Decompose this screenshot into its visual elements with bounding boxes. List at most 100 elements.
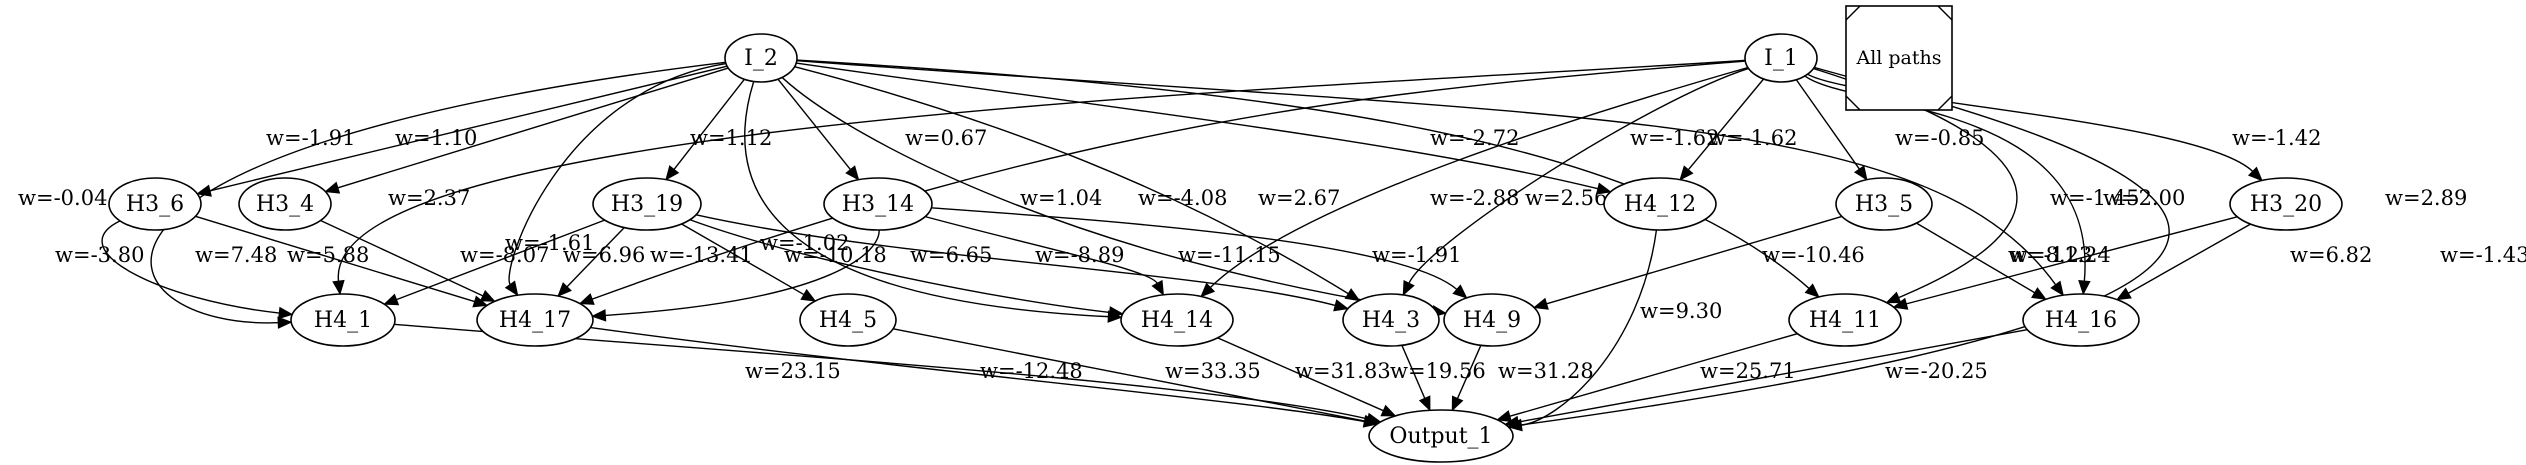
edge-weight-label: w=-1.61 <box>505 231 594 255</box>
edge-H3_14-to-H4_14: w=-11.15 <box>925 215 1281 296</box>
node-label: H3_20 <box>2250 192 2322 217</box>
edge-arrowhead <box>277 316 293 329</box>
edge-line <box>1509 333 1798 417</box>
legend-box-label: All paths <box>1855 47 1941 69</box>
edge-H3_5-to-H4_9: w=-10.46 <box>1532 215 1865 310</box>
legend-box: All paths <box>1845 5 1953 111</box>
edge-weight-label: w=1.10 <box>395 126 477 150</box>
edge-line <box>689 219 1110 314</box>
edge-arrowhead <box>332 279 345 296</box>
node-H4_16: H4_16 <box>2022 293 2140 347</box>
legend-box-corner <box>1937 95 1953 111</box>
edge-arrowhead <box>1892 297 1909 310</box>
edge-arrowhead <box>2050 280 2064 297</box>
edge-H3_6-to-H4_1: w=-3.80 <box>55 220 294 320</box>
edge-arrowhead <box>1532 297 1549 310</box>
edge-arrowhead <box>383 293 400 306</box>
node-H4_5: H4_5 <box>799 293 897 347</box>
node-ellipse <box>290 293 396 347</box>
node-H4_11: H4_11 <box>1788 293 1902 347</box>
edge-H3_19-to-H4_1: w=-8.07 <box>383 219 605 306</box>
edge-arrowhead <box>591 309 607 322</box>
edge-arrowhead <box>479 289 496 302</box>
edge-I_2-to-H3_19: w=1.12 <box>665 78 772 181</box>
edge-line <box>673 78 745 170</box>
node-ellipse <box>2022 293 2140 347</box>
edge-weight-label: w=9.30 <box>1640 299 1722 323</box>
edge-H3_14-to-H4_17: w=-8.89 <box>591 229 1124 322</box>
edge-weight-label: w=-1.43 <box>2440 243 2526 267</box>
edge-line <box>1209 66 1749 288</box>
node-H4_14: H4_14 <box>1120 293 1234 347</box>
edge-weight-label: w=-1.45 <box>2050 186 2139 210</box>
edge-line <box>337 59 1746 282</box>
edge-arrowhead <box>1380 404 1397 417</box>
edge-I_2-to-H4_9: w=1.04 <box>781 76 1447 318</box>
edge-weight-label: w=2.56 <box>1525 186 1607 210</box>
node-ellipse <box>1443 293 1541 347</box>
edge-I_1-to-H4_1: w=2.37 <box>332 59 1746 296</box>
node-ellipse <box>799 293 897 347</box>
node-ellipse <box>1368 409 1514 463</box>
edge-arrowhead <box>1344 288 1361 302</box>
edge-line <box>566 227 625 288</box>
edge-weight-label: w=7.48 <box>195 243 277 267</box>
node-ellipse <box>823 177 933 231</box>
edge-arrowhead <box>1333 299 1350 312</box>
node-label: H4_5 <box>819 308 877 333</box>
edge-I_2-to-H3_4: w=1.10 <box>324 67 729 194</box>
node-ellipse <box>1788 293 1902 347</box>
edge-line <box>1916 222 2036 294</box>
edge-weight-label: w=-2.72 <box>1430 126 1519 150</box>
edge-line <box>396 219 605 301</box>
node-label: H4_9 <box>1463 308 1521 333</box>
edge-weight-label: w=-1.62 <box>1630 126 1719 150</box>
edge-I_1-to-H3_20: w=-1.42 <box>1807 73 2321 182</box>
edge-arrowhead <box>1853 165 1868 181</box>
node-label: H4_17 <box>499 308 571 333</box>
edge-weight-label: w=23.15 <box>745 359 841 383</box>
edge-weight-label: w=-20.25 <box>1885 359 1988 383</box>
edge-line <box>320 219 484 297</box>
node-ellipse <box>238 177 332 231</box>
node-ellipse <box>1835 177 1933 231</box>
node-H3_4: H3_4 <box>238 177 332 231</box>
edge-line <box>744 81 1109 318</box>
edge-arrowhead <box>665 165 680 181</box>
edge-arrowhead <box>1451 395 1464 412</box>
node-label: H3_4 <box>256 192 314 217</box>
node-H3_6: H3_6 <box>108 177 202 231</box>
legend-box-outline <box>1845 5 1953 111</box>
edge-arrowhead <box>504 280 519 297</box>
edge-arrowhead <box>557 282 572 298</box>
edge-weight-label: w=33.35 <box>1165 359 1261 383</box>
node-H4_9: H4_9 <box>1443 293 1541 347</box>
edge-H4_3-to-Output_1: w=19.56 <box>1390 345 1486 412</box>
node-H3_14: H3_14 <box>823 177 933 231</box>
node-label: H4_12 <box>1624 192 1696 217</box>
edge-weight-label: w=25.71 <box>1700 359 1796 383</box>
edge-line <box>1807 73 2254 172</box>
edge-weight-label: w=-4.08 <box>1138 186 1227 210</box>
node-H4_12: H4_12 <box>1603 177 1717 231</box>
edge-weight-label: w=2.37 <box>388 186 470 210</box>
node-label: I_1 <box>1764 46 1798 71</box>
edge-weight-label: w=-1.62 <box>1708 126 1797 150</box>
edge-arrowhead <box>1363 414 1379 428</box>
edge-line <box>590 326 1365 423</box>
edge-weight-label: w=-1.91 <box>1372 243 1461 267</box>
edge-arrowhead <box>1200 282 1216 298</box>
edge-arrowhead <box>1804 283 1820 298</box>
node-label: Output_1 <box>1389 424 1492 449</box>
edge-I_2-to-H4_12: w=-2.72 <box>796 62 1612 195</box>
edge-arrowhead <box>800 288 817 302</box>
edge-line <box>1795 79 1860 170</box>
edge-H3_19-to-H4_3: w=6.65 <box>695 214 1350 312</box>
node-label: H4_3 <box>1362 308 1420 333</box>
edge-I_2-to-H4_16: w=-1.45 <box>796 59 2139 297</box>
edge-line <box>1804 75 2086 282</box>
node-ellipse <box>1744 33 1818 83</box>
edge-weight-label: w=6.65 <box>910 243 992 267</box>
edge-H3_4-to-H4_17: w=5.88 <box>287 219 496 302</box>
